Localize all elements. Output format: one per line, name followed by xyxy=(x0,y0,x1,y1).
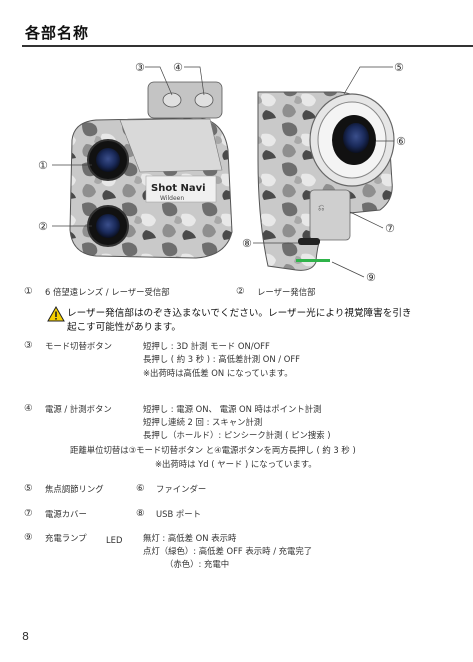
page-title: 各部名称 xyxy=(25,24,90,42)
part-num-5: ⑤ xyxy=(24,483,33,494)
part-label-4: 電源 / 計測ボタン xyxy=(45,404,112,414)
power-button[interactable] xyxy=(194,92,214,108)
page-number: 8 xyxy=(22,630,29,643)
part-4-desc-1: 短押し : 電源 ON、 電源 ON 時はポイント計測 xyxy=(143,404,322,414)
part-9-led: LED xyxy=(106,535,123,545)
part-num-3: ③ xyxy=(24,340,33,351)
part-4-desc-3: 長押し（ホールド）: ピンシーク計測 ( ピン捜索 ) xyxy=(143,430,331,440)
part-num-4: ④ xyxy=(24,403,33,414)
callout-7: ⑦ xyxy=(385,222,395,235)
part-3-desc-2: 長押し ( 約 3 秒 ) : 高低差計測 ON / OFF xyxy=(143,354,300,364)
part-4-desc-4: 距離単位切替は③モード切替ボタン と④電源ボタンを両方長押し ( 約 3 秒 ) xyxy=(70,445,356,455)
title-divider xyxy=(22,45,473,47)
product-illustration: Shot Navi Wildeen ⎌ ③ ④ ⑤ ① ⑥ ② ⑦ ⑧ ⑨ xyxy=(38,61,406,284)
warning-icon xyxy=(47,306,65,322)
callout-1: ① xyxy=(38,159,48,172)
callout-3: ③ xyxy=(135,61,145,74)
callout-8: ⑧ xyxy=(242,237,252,250)
part-9-desc-3: （赤色）: 充電中 xyxy=(165,559,230,569)
callout-5: ⑤ xyxy=(394,61,404,74)
mode-button[interactable] xyxy=(162,92,182,108)
part-label-1: 6 倍望遠レンズ / レーザー受信部 xyxy=(45,287,170,297)
brand-sub: Wildeen xyxy=(160,195,184,202)
rangefinder-front-view: Shot Navi Wildeen xyxy=(69,81,233,259)
callout-9: ⑨ xyxy=(366,271,376,284)
part-4-desc-2: 短押し連続 2 回 : スキャン計測 xyxy=(143,417,263,427)
part-label-5: 焦点調節リング xyxy=(45,484,104,494)
callout-2: ② xyxy=(38,220,48,233)
brand-logo: Shot Navi xyxy=(151,183,206,194)
part-num-8: ⑧ xyxy=(136,508,145,519)
part-label-8: USB ポート xyxy=(156,509,201,519)
rangefinder-rear-view: ⎌ xyxy=(257,91,395,271)
warning-line-2: 起こす可能性があります。 xyxy=(67,322,181,333)
part-label-7: 電源カバー xyxy=(45,509,87,519)
part-num-9: ⑨ xyxy=(24,532,33,543)
part-label-2: レーザー発信部 xyxy=(257,287,316,297)
part-9-desc-2: 点灯（緑色）: 高低差 OFF 表示時 / 充電完了 xyxy=(143,546,313,556)
part-3-note: ※出荷時は高低差 ON になっています。 xyxy=(143,368,293,378)
callout-6: ⑥ xyxy=(396,135,406,148)
power-cover[interactable] xyxy=(309,189,351,241)
part-num-7: ⑦ xyxy=(24,508,33,519)
charge-lamp xyxy=(296,259,330,262)
part-num-6: ⑥ xyxy=(136,483,145,494)
part-label-6: ファインダー xyxy=(156,484,207,494)
part-4-note: ※出荷時は Yd ( ヤード ) になっています。 xyxy=(155,459,317,469)
part-label-3: モード切替ボタン xyxy=(45,341,112,351)
part-num-2: ② xyxy=(236,286,245,297)
part-num-1: ① xyxy=(24,286,33,297)
svg-text:⎌: ⎌ xyxy=(318,203,324,212)
part-label-9: 充電ランプ xyxy=(45,533,87,543)
part-9-desc-1: 無灯 : 高低差 ON 表示時 xyxy=(143,533,237,543)
part-3-desc-1: 短押し : 3D 計測 モード ON/OFF xyxy=(143,341,270,351)
warning-line-1: レーザー発信部はのぞき込まないでください。レーザー光により視覚障害を引き xyxy=(67,308,412,319)
callout-4: ④ xyxy=(173,61,183,74)
usb-port[interactable] xyxy=(298,238,320,245)
